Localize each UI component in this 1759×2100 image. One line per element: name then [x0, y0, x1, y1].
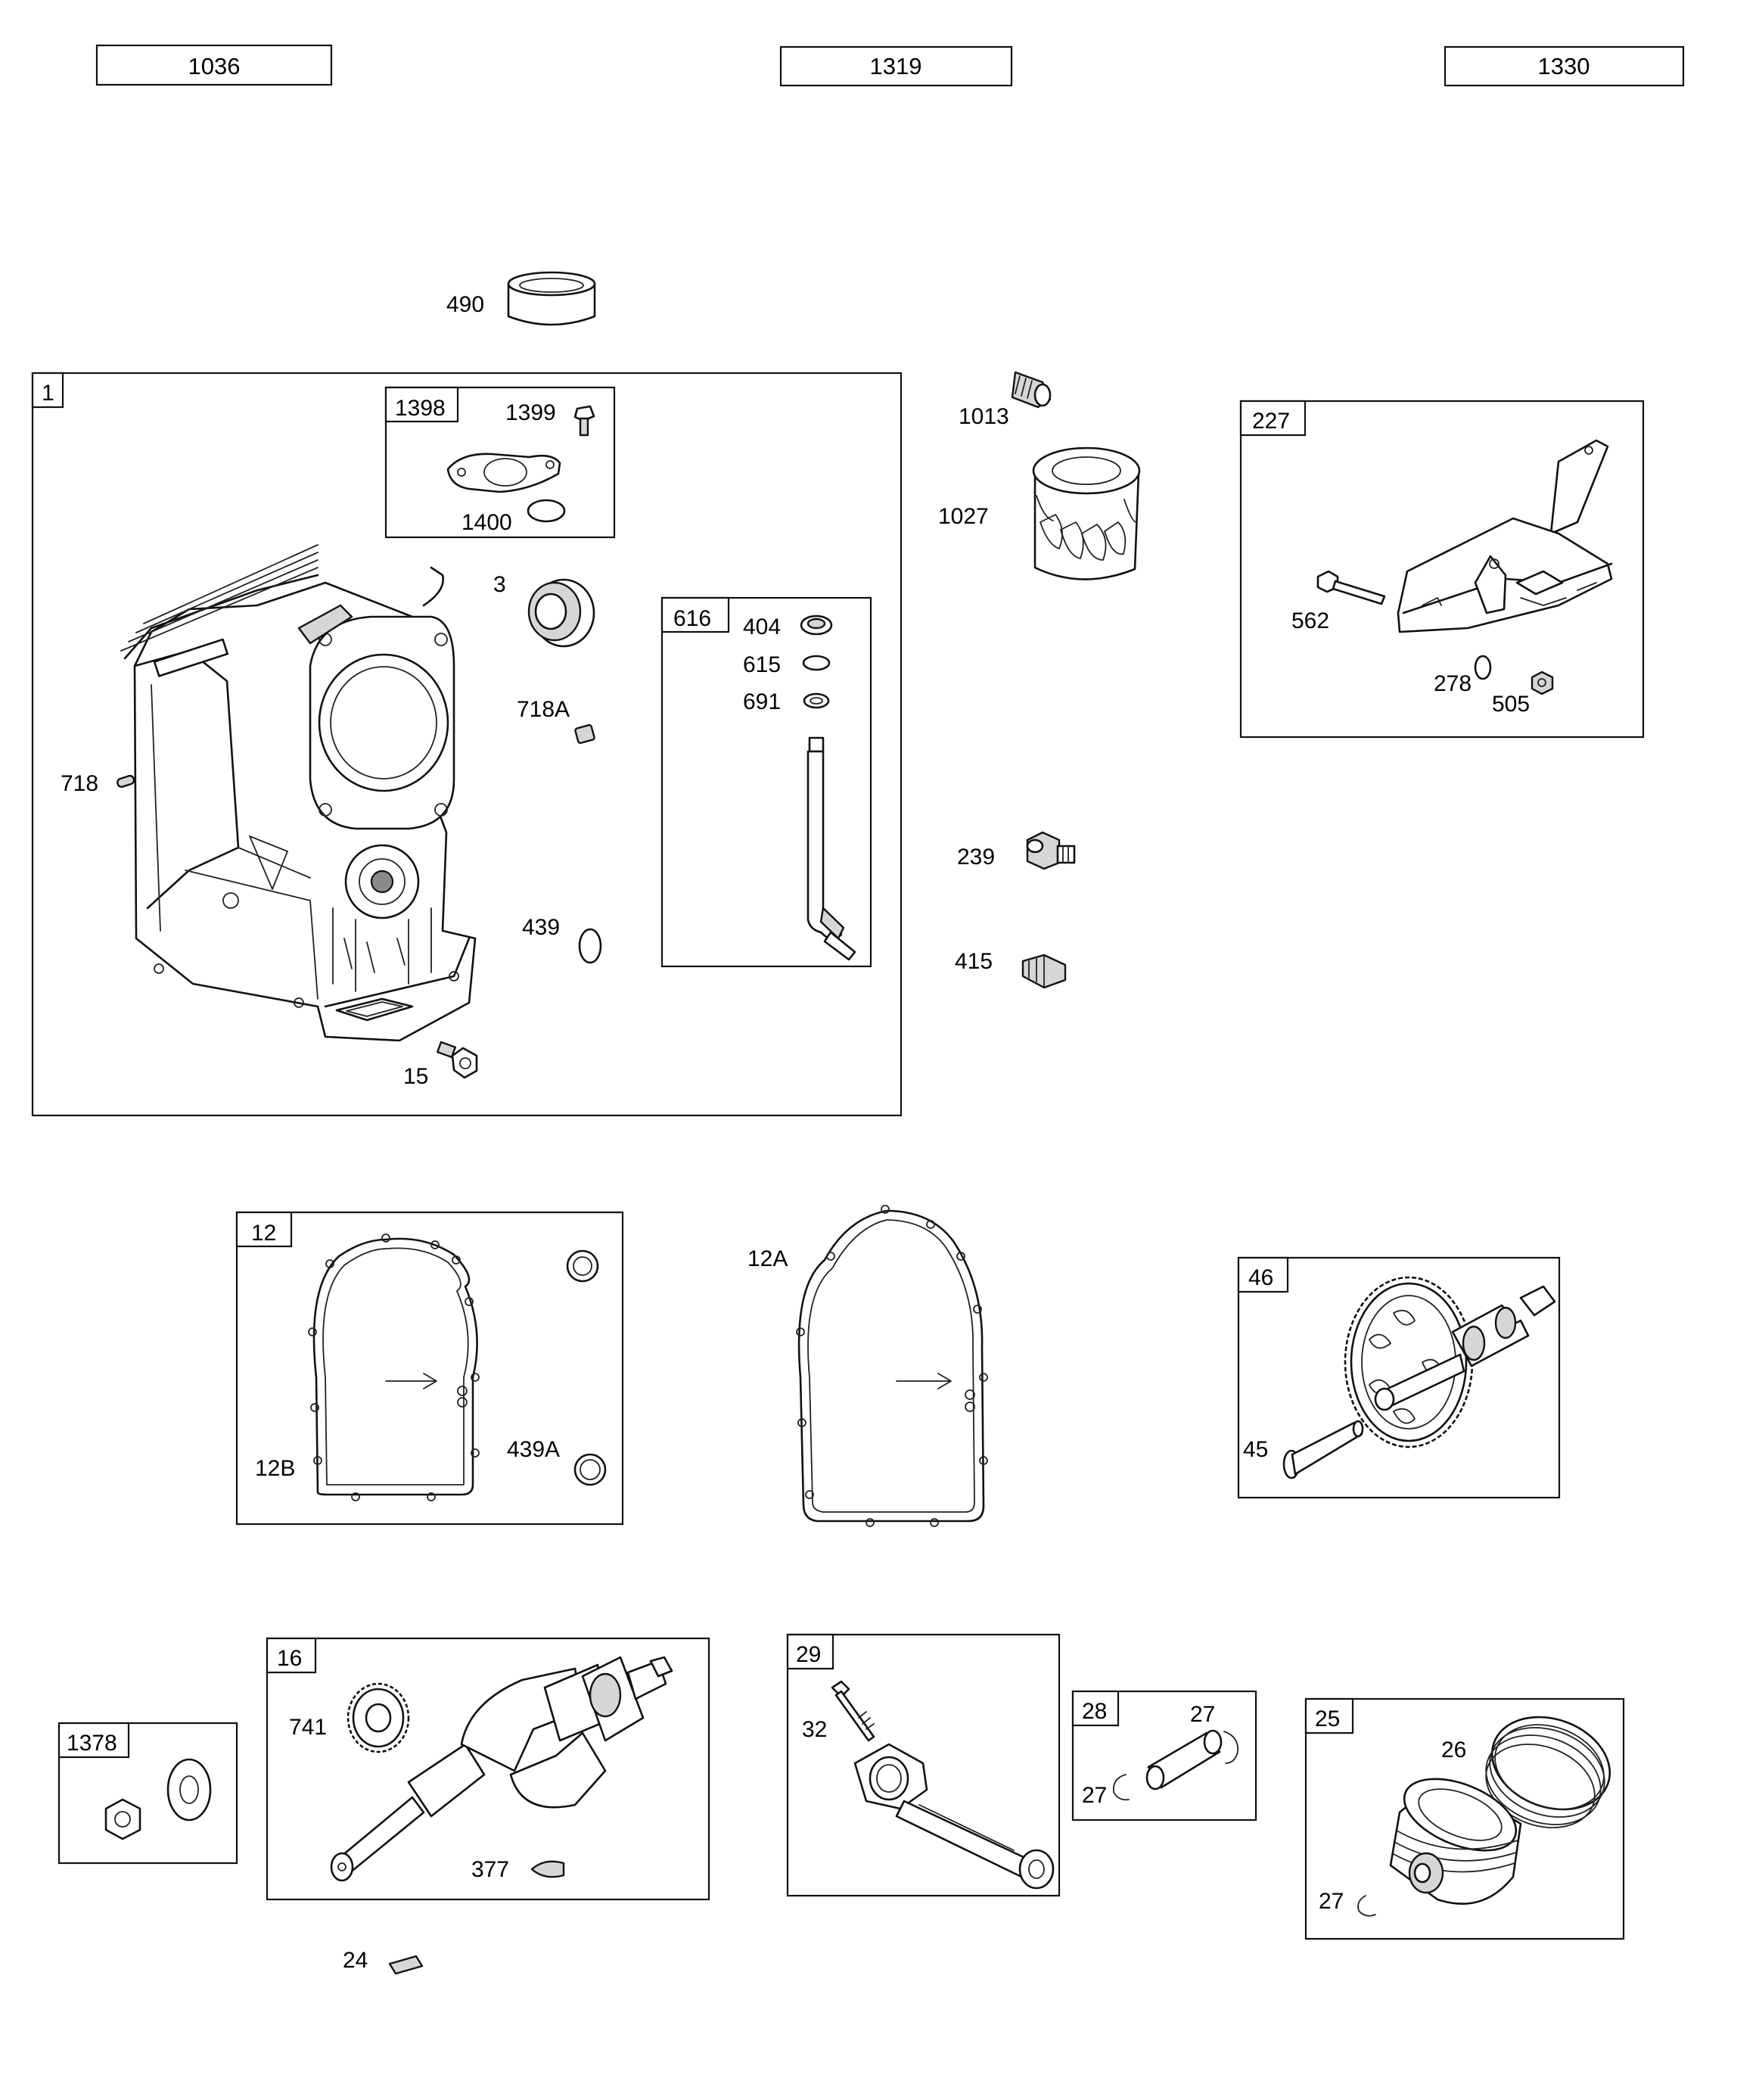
group-227: 227 562 278 505	[1239, 400, 1645, 739]
callout-1399: 1399	[505, 400, 556, 425]
header-code-left: 1036	[188, 53, 241, 79]
group-46: 46 45	[1237, 1256, 1561, 1499]
callout-718A: 718A	[517, 697, 570, 722]
callout-377: 377	[471, 1857, 509, 1882]
group-16: 16 741 377	[266, 1637, 710, 1901]
group-29: 29 32	[786, 1633, 1061, 1897]
callout-718: 718	[61, 771, 98, 796]
crankshaft-icon	[330, 1656, 673, 1882]
woodruff-key-377-icon	[530, 1860, 565, 1878]
callout-45: 45	[1243, 1437, 1268, 1462]
bushing-490: 490	[446, 271, 596, 326]
group-label-28: 28	[1082, 1699, 1107, 1724]
dowel-718A: 718A	[517, 697, 595, 745]
piston-pin-icon	[1145, 1729, 1223, 1790]
header-code-right: 1330	[1538, 53, 1590, 79]
washer-icon	[166, 1758, 212, 1822]
nipple-1013-icon	[1011, 371, 1052, 409]
group-label-1: 1	[42, 381, 54, 406]
retainer-ring-piston-icon	[1357, 1895, 1376, 1917]
callout-15: 15	[403, 1064, 428, 1089]
group-label-12: 12	[251, 1221, 276, 1246]
dipstick-tube-icon	[806, 736, 856, 961]
callout-32: 32	[802, 1717, 827, 1742]
o-ring-439A-icon	[573, 1453, 607, 1486]
callout-12B: 12B	[255, 1456, 295, 1481]
callout-615: 615	[743, 652, 781, 677]
group-label-16: 16	[277, 1646, 302, 1671]
callout-505: 505	[1492, 692, 1530, 717]
callout-24: 24	[343, 1948, 368, 1973]
callout-691: 691	[743, 689, 781, 714]
pipe-plug-415-icon	[1021, 954, 1067, 989]
header-code-boxes: 1036 1319 1330	[95, 44, 1685, 87]
callout-27-piston: 27	[1319, 1889, 1344, 1914]
group-label-1378: 1378	[67, 1731, 117, 1756]
group-label-46: 46	[1248, 1265, 1273, 1290]
callout-415: 415	[955, 949, 993, 974]
o-ring-top-icon	[566, 1249, 599, 1283]
group-1-crankcase: 1	[31, 372, 903, 1117]
callout-278: 278	[1434, 671, 1472, 696]
gasket-12B-icon	[308, 1234, 480, 1501]
crankcase-block-icon	[120, 544, 477, 1042]
oil-filter-icon	[1032, 446, 1141, 580]
callout-12A: 12A	[747, 1246, 788, 1271]
callout-404: 404	[743, 614, 781, 639]
piston-icon	[1389, 1778, 1522, 1906]
governor-bracket-icon	[1397, 439, 1613, 633]
group-1378: 1378	[57, 1722, 238, 1865]
group-28: 28 27 27	[1071, 1690, 1257, 1822]
gasket-ring-1400-icon	[527, 499, 566, 523]
group-616: 616 404 615 691	[660, 596, 872, 968]
group-label-616: 616	[673, 606, 711, 631]
group-12: 12 12B 439A	[235, 1211, 624, 1526]
screw-15: 15	[403, 1041, 478, 1089]
washer-439: 439	[522, 915, 602, 964]
hex-nut-icon	[104, 1798, 141, 1840]
callout-741: 741	[289, 1715, 327, 1740]
retainer-ring-top-icon	[1223, 1731, 1239, 1764]
group-label-1398: 1398	[395, 396, 446, 421]
callout-26: 26	[1441, 1738, 1466, 1762]
callout-1013: 1013	[959, 404, 1009, 429]
retainer-ring-bottom-icon	[1112, 1774, 1130, 1801]
group-label-29: 29	[796, 1642, 821, 1667]
screw-562-icon	[1316, 570, 1386, 605]
callout-1027: 1027	[938, 504, 989, 529]
rod-bolt-32-icon	[831, 1680, 875, 1742]
piston-rings-icon	[1485, 1716, 1611, 1828]
key-24: 24	[343, 1948, 424, 1975]
oil-filter-parts: 1013 1027 239 415	[938, 371, 1141, 989]
group-25: 25 26 27	[1304, 1697, 1625, 1940]
dowel-pin-718: 718	[61, 771, 135, 796]
washer-278-icon	[1474, 655, 1492, 680]
callout-439A: 439A	[507, 1437, 560, 1462]
group-label-25: 25	[1315, 1706, 1340, 1731]
connecting-rod-icon	[853, 1743, 1055, 1890]
group-label-227: 227	[1252, 409, 1290, 434]
callout-439: 439	[522, 915, 560, 940]
callout-490: 490	[446, 292, 484, 317]
callout-27-bottom: 27	[1082, 1783, 1107, 1808]
callout-27-top: 27	[1190, 1702, 1215, 1727]
nut-505-icon	[1531, 670, 1554, 695]
bolt-1399-icon	[573, 405, 595, 437]
oil-pressure-switch-icon	[1026, 831, 1076, 870]
group-1398: 1398 1399 1400	[384, 386, 616, 539]
callout-3: 3	[493, 572, 506, 597]
oil-seal-3: 3	[493, 572, 595, 648]
gasket-12A: 12A	[747, 1205, 988, 1527]
pin-45-icon	[1282, 1420, 1364, 1479]
callout-1400: 1400	[462, 510, 512, 535]
breather-cover-icon	[446, 453, 561, 493]
callout-239: 239	[957, 845, 995, 870]
header-code-center: 1319	[870, 53, 922, 79]
crank-gear-741-icon	[347, 1682, 410, 1753]
camshaft-gear-icon	[1344, 1276, 1556, 1448]
callout-562: 562	[1291, 608, 1329, 633]
